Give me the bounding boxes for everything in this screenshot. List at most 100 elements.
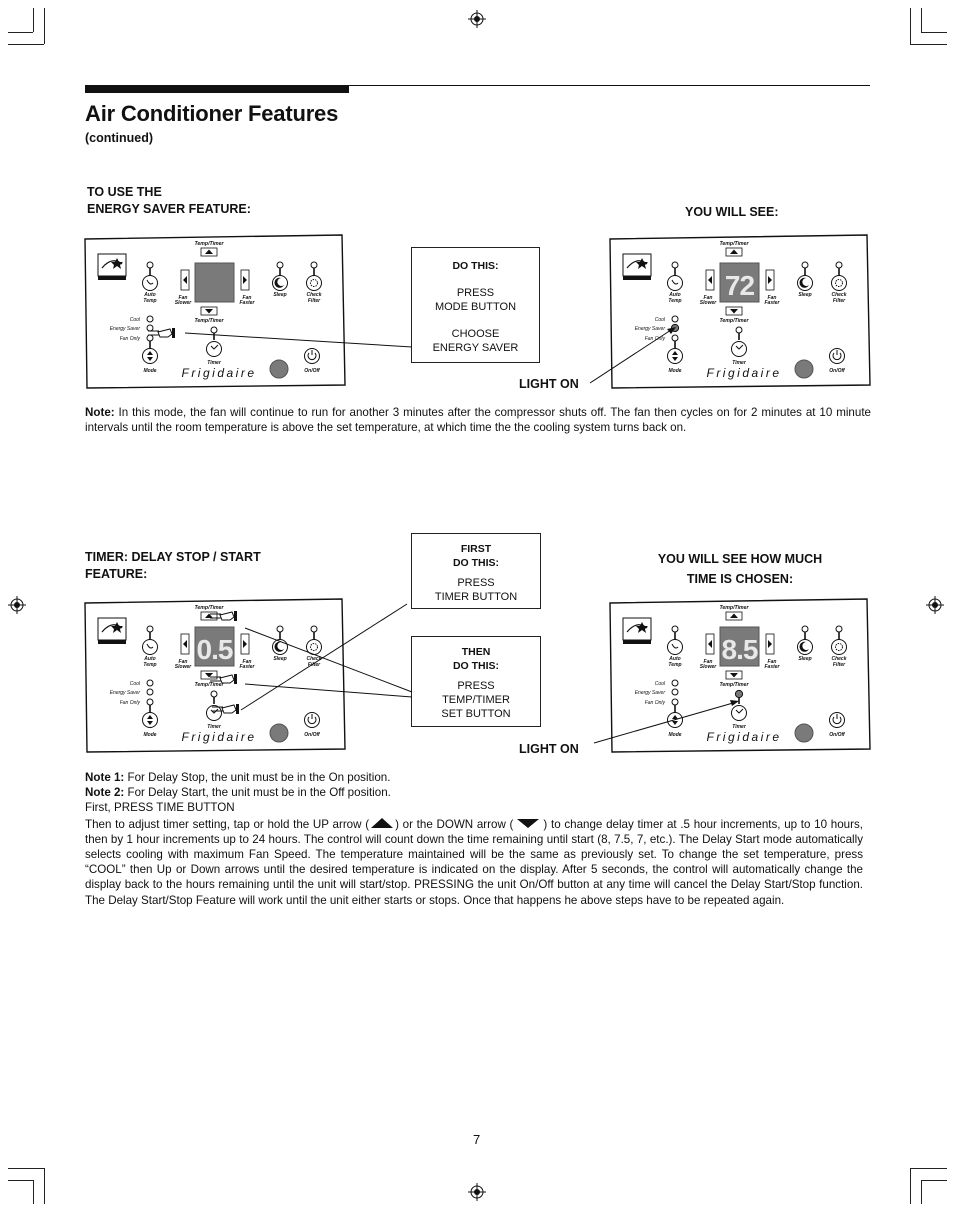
- sleep-led: [276, 625, 284, 633]
- panel-label: Fan: [704, 659, 713, 665]
- panel-label: Temp/Timer: [194, 318, 224, 324]
- left-arrow-icon: [183, 640, 187, 648]
- crop-mark: [8, 1180, 33, 1181]
- panel-label: Timer: [732, 724, 747, 730]
- temperature-display: [719, 626, 760, 667]
- panel-label: Energy Saver: [110, 690, 141, 696]
- logo-band: [623, 276, 651, 280]
- up-arrow-icon: [205, 613, 213, 618]
- energy-instruction-box: DO THIS: PRESS MODE BUTTON CHOOSE ENERGY…: [411, 247, 540, 363]
- temperature-display: [194, 626, 235, 667]
- power-icon: [832, 716, 842, 725]
- mode-button: [142, 712, 158, 728]
- panel-label: Sleep: [798, 292, 811, 298]
- panel-label: On/Off: [829, 732, 846, 738]
- pointing-hand-icon: [210, 611, 237, 621]
- display-readout: 0.5: [197, 634, 233, 665]
- energy-saver-led: [671, 688, 679, 696]
- crop-mark: [921, 1180, 947, 1181]
- crop-mark: [44, 1168, 45, 1204]
- left-arrow-icon: [708, 276, 712, 284]
- panel-label: Timer: [207, 360, 222, 366]
- brand-logo: Frigidaire: [181, 366, 256, 380]
- down-arrow-icon: [147, 357, 153, 361]
- panel-label: Faster: [239, 300, 255, 306]
- check-filter-button: [831, 275, 847, 291]
- panel-label: Faster: [239, 664, 255, 670]
- up-arrow-icon: [672, 715, 678, 719]
- hand-shape: [219, 674, 235, 684]
- panel-label: Check: [831, 656, 846, 662]
- panel-label: Cool: [130, 681, 141, 687]
- panel-label: Cool: [130, 317, 141, 323]
- panel-label: Auto: [668, 292, 680, 298]
- remote-sensor: [794, 359, 814, 379]
- check-filter-led: [835, 261, 843, 269]
- panel-label: Slower: [700, 300, 717, 306]
- hand-finger: [210, 676, 221, 682]
- cool-led: [146, 679, 154, 687]
- down-arrow-icon: [672, 357, 678, 361]
- connector-lines-timer: [240, 603, 739, 744]
- down-arrow-icon: [147, 721, 153, 725]
- crop-mark: [33, 8, 34, 32]
- check-filter-button: [831, 639, 847, 655]
- check-filter-led: [310, 625, 318, 633]
- hand-finger: [210, 613, 221, 619]
- crop-mark: [33, 1180, 34, 1204]
- mode-button: [667, 348, 683, 364]
- pointing-hand-icon: [148, 328, 175, 338]
- hand-cuff: [172, 328, 175, 338]
- power-icon: [307, 716, 317, 725]
- star-icon: [111, 622, 123, 633]
- panel-label: Faster: [764, 664, 780, 670]
- panel-label: Fan Only: [645, 336, 666, 342]
- down-arrow-icon: [205, 309, 213, 314]
- auto-temp-button: [142, 275, 158, 291]
- sleep-led: [801, 261, 809, 269]
- down-arrow-icon: [672, 721, 678, 725]
- panel-label: Energy Saver: [635, 326, 666, 332]
- panel-label: Fan: [179, 659, 188, 665]
- crop-mark: [8, 32, 33, 33]
- panel-label: Fan: [243, 295, 252, 301]
- filter-icon: [835, 279, 843, 287]
- crop-mark: [44, 8, 45, 44]
- mode-button: [142, 348, 158, 364]
- down-arrow-icon: [730, 309, 738, 314]
- page-subtitle: (continued): [85, 131, 154, 145]
- brand-logo: Frigidaire: [181, 730, 256, 744]
- remote-sensor: [269, 723, 289, 743]
- right-arrow-icon: [243, 640, 247, 648]
- crop-mark: [921, 1180, 922, 1204]
- logo-band: [98, 276, 126, 280]
- remote-sensor: [269, 359, 289, 379]
- up-arrow-icon: [147, 351, 153, 355]
- energy-light-on-label: LIGHT ON: [519, 377, 579, 391]
- panel-label: Temp/Timer: [719, 318, 749, 324]
- panel-label: Timer: [732, 360, 747, 366]
- sleep-led: [276, 261, 284, 269]
- crop-mark: [910, 44, 947, 45]
- timer-first-box: FIRST DO THIS: PRESS TIMER BUTTON: [411, 533, 541, 609]
- fan-icon: [671, 643, 679, 649]
- temperature-display: [719, 262, 760, 303]
- panel-label: Temp: [143, 298, 156, 304]
- right-arrow-icon: [768, 640, 772, 648]
- panel-label: Auto: [668, 656, 680, 662]
- sleep-led: [801, 625, 809, 633]
- display-readout: 72: [725, 270, 755, 301]
- logo-band: [98, 640, 126, 644]
- energy-note: Note: In this mode, the fan will continu…: [85, 406, 871, 435]
- left-arrow-icon: [183, 276, 187, 284]
- hand-shape: [221, 704, 237, 714]
- panel-label: Fan: [243, 659, 252, 665]
- panel-label: Temp: [668, 298, 681, 304]
- panel-label: Fan: [768, 295, 777, 301]
- panel-label: Sleep: [798, 656, 811, 662]
- filter-icon: [310, 643, 318, 651]
- panel-label: Filter: [308, 662, 321, 668]
